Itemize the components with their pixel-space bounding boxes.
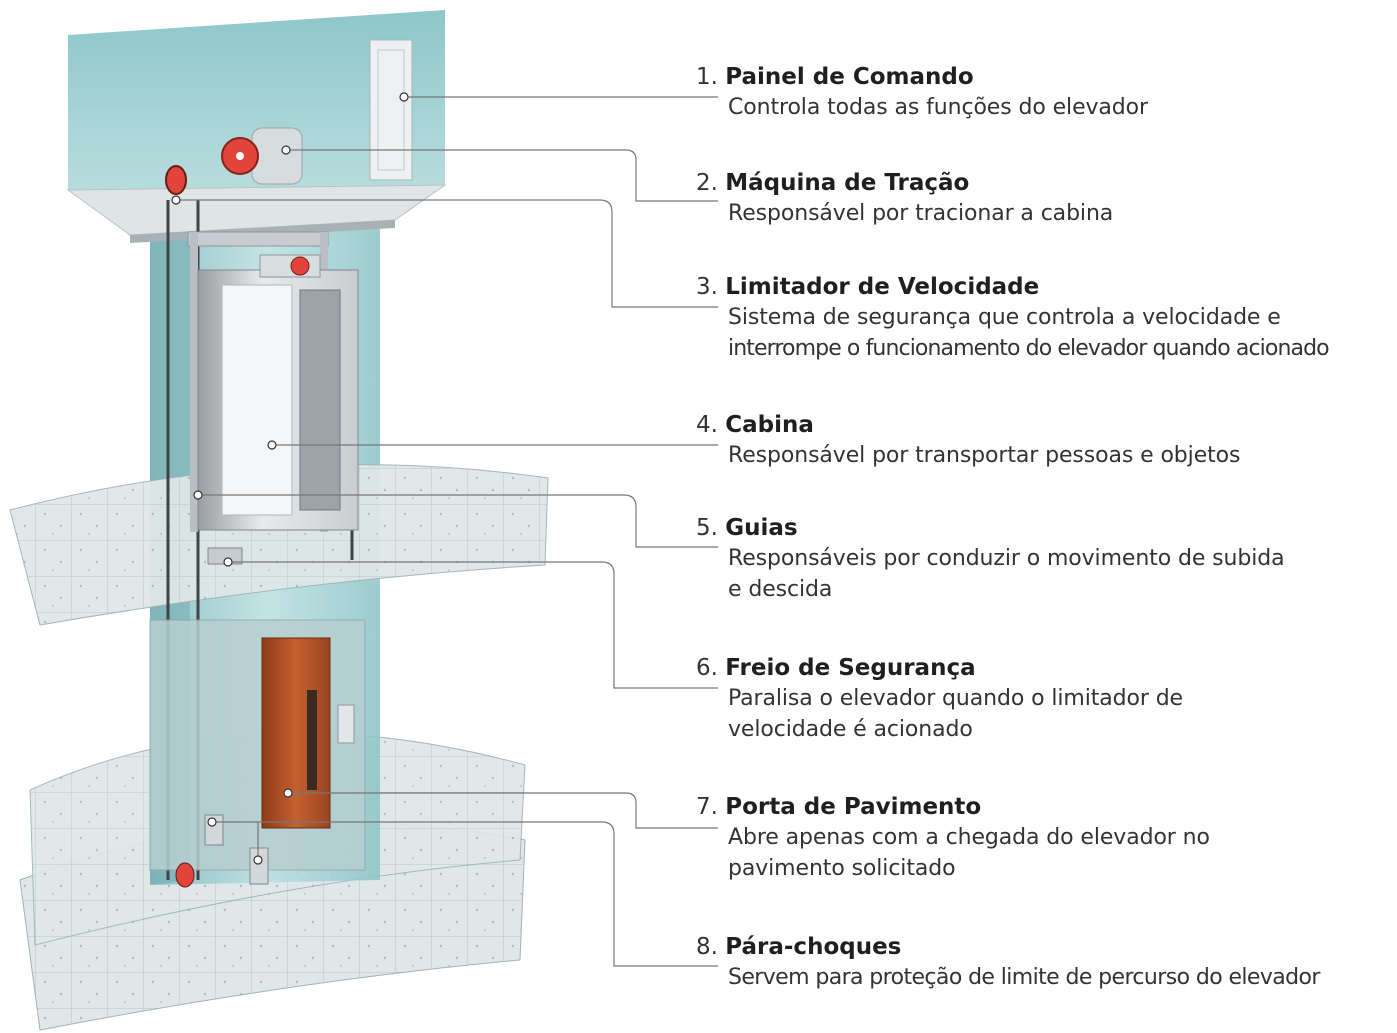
callout-2: 2. Máquina de Tração Responsável por tra… bbox=[696, 168, 1396, 229]
callout-title: Limitador de Velocidade bbox=[725, 274, 1040, 300]
callout-number: 6. bbox=[696, 655, 718, 681]
callout-4: 4. Cabina Responsável por transportar pe… bbox=[696, 410, 1396, 471]
callout-title: Guias bbox=[725, 515, 798, 541]
cabin-door-opening bbox=[221, 284, 293, 516]
callout-3: 3. Limitador de Velocidade Sistema de se… bbox=[696, 272, 1396, 364]
landing-wall bbox=[149, 619, 366, 871]
cabin-sling-left bbox=[190, 232, 198, 532]
landing-call-panel bbox=[337, 704, 355, 744]
callout-number: 1. bbox=[696, 64, 718, 90]
callout-5: 5. Guias Responsáveis por conduzir o mov… bbox=[696, 513, 1396, 605]
callout-desc-line: Servem para proteção de limite de percur… bbox=[728, 965, 1320, 990]
traction-machine-body bbox=[251, 127, 303, 185]
callout-desc-line: e descida bbox=[728, 577, 833, 602]
landing-door bbox=[261, 637, 331, 829]
callout-desc-line: Responsável por transportar pessoas e ob… bbox=[728, 443, 1241, 468]
callout-title: Painel de Comando bbox=[725, 64, 974, 90]
callout-desc-line: Sistema de segurança que controla a velo… bbox=[728, 305, 1281, 330]
callout-8: 8. Pára-choques Servem para proteção de … bbox=[696, 932, 1396, 993]
callout-desc-line: Abre apenas com a chegada do elevador no bbox=[728, 825, 1210, 850]
callout-title: Porta de Pavimento bbox=[725, 794, 982, 820]
callout-number: 5. bbox=[696, 515, 718, 541]
callout-desc-line: pavimento solicitado bbox=[728, 856, 956, 881]
callout-title: Cabina bbox=[725, 412, 814, 438]
control-panel-cabinet bbox=[369, 39, 413, 181]
callout-title: Pára-choques bbox=[725, 934, 902, 960]
callout-title: Máquina de Tração bbox=[725, 170, 970, 196]
elevator-illustration bbox=[9, 10, 549, 1031]
callout-number: 2. bbox=[696, 170, 718, 196]
callout-1: 1. Painel de Comando Controla todas as f… bbox=[696, 62, 1396, 123]
callout-number: 3. bbox=[696, 274, 718, 300]
callout-desc-line: Controla todas as funções do elevador bbox=[728, 95, 1148, 120]
callout-desc-line: interrompe o funcionamento do elevador q… bbox=[728, 336, 1330, 361]
callout-desc-line: Responsáveis por conduzir o movimento de… bbox=[728, 546, 1285, 571]
safety-gear-icon bbox=[207, 547, 243, 565]
callout-title: Freio de Segurança bbox=[725, 655, 976, 681]
buffer-left-icon bbox=[204, 814, 224, 846]
speed-governor-icon bbox=[165, 165, 187, 195]
callout-number: 4. bbox=[696, 412, 718, 438]
buffer-right-icon bbox=[249, 847, 269, 885]
callout-desc-line: Responsável por tracionar a cabina bbox=[728, 201, 1114, 226]
callout-desc-line: Paralisa o elevador quando o limitador d… bbox=[728, 686, 1183, 711]
callout-desc-line: velocidade é acionado bbox=[728, 717, 973, 742]
machine-room-back bbox=[68, 10, 445, 190]
callout-7: 7. Porta de Pavimento Abre apenas com a … bbox=[696, 792, 1396, 884]
callout-number: 7. bbox=[696, 794, 718, 820]
cabin-crosshead bbox=[187, 231, 329, 247]
callout-6: 6. Freio de Segurança Paralisa o elevado… bbox=[696, 653, 1396, 745]
callout-number: 8. bbox=[696, 934, 718, 960]
cabin-top-machine bbox=[259, 254, 321, 278]
